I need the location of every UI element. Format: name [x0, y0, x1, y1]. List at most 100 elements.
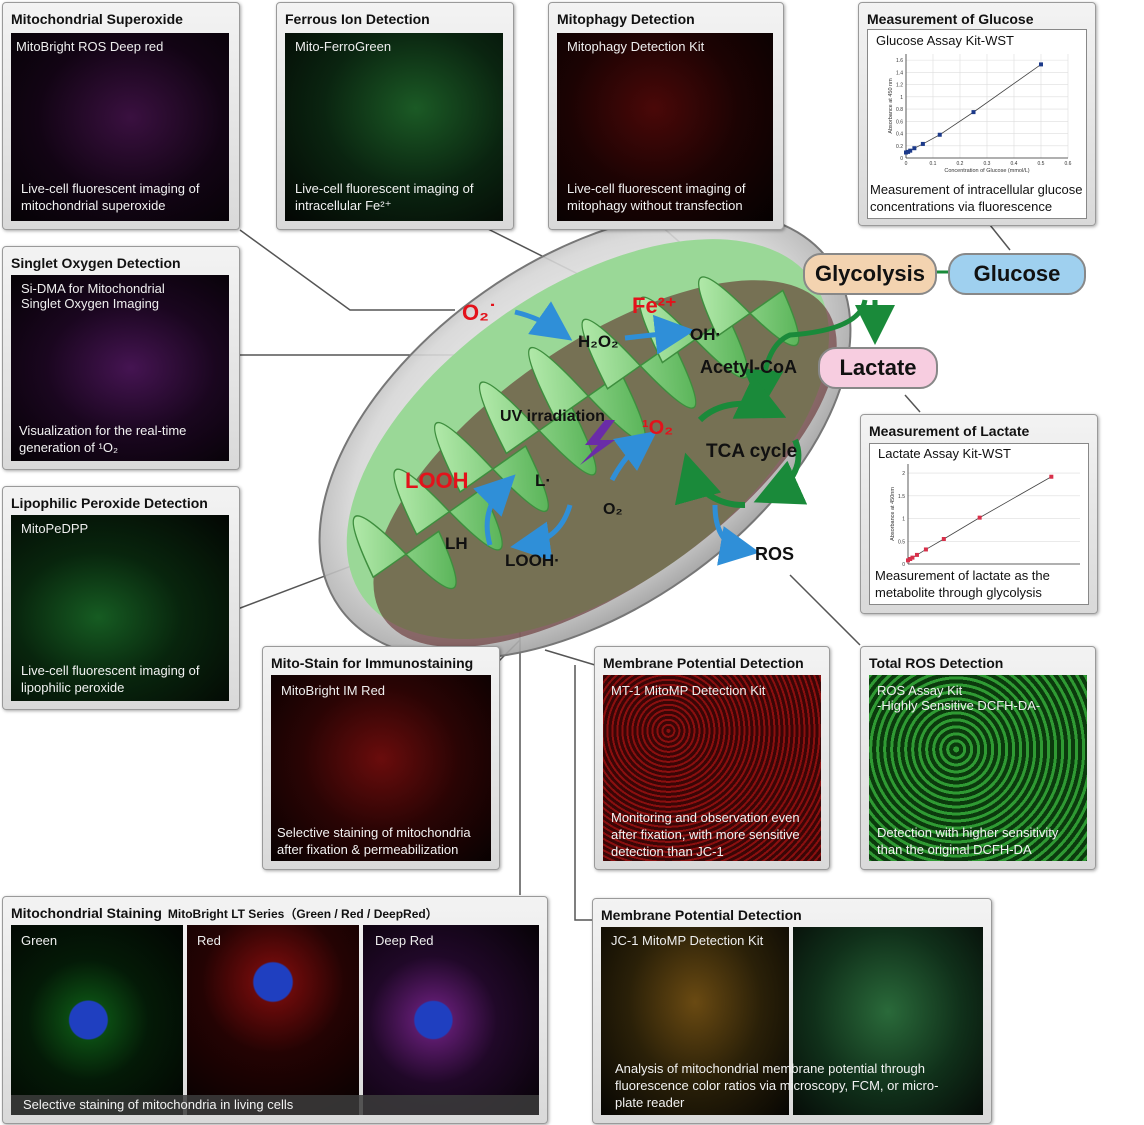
caption-line-1: Measurement of intracellular glucose — [870, 182, 1083, 197]
y-tick-label: 1.6 — [896, 58, 903, 64]
data-point — [920, 141, 925, 146]
lactate-label: Lactate — [839, 355, 917, 380]
data-point — [923, 547, 928, 552]
y-tick-label: 1 — [902, 517, 905, 523]
panel-total-ros: Total ROS Detection ROS Assay Kit -Highl… — [860, 646, 1096, 870]
data-point — [1039, 62, 1043, 67]
hydroxyl-label: OH· — [690, 325, 721, 344]
singlet-oxygen-label: ¹O₂ — [642, 417, 673, 439]
caption-line-3: detection than JC-1 — [611, 844, 724, 859]
fluorescence-image: ROS Assay Kit -Highly Sensitive DCFH-DA-… — [869, 675, 1087, 861]
staining-caption-bar: Selective staining of mitochondria in li… — [11, 1095, 539, 1115]
image-label-red: Red — [197, 933, 221, 948]
x-tick-label: 0.1 — [930, 161, 937, 167]
fluorescence-image: MitoBright IM Red Selective staining of … — [271, 675, 491, 861]
data-point — [910, 555, 915, 560]
fluorescence-image: Mitophagy Detection Kit Live-cell fluore… — [557, 33, 773, 221]
image-subtitle-1: ROS Assay Kit — [877, 683, 963, 698]
caption-line-2: intracellular Fe²⁺ — [295, 198, 392, 213]
x-tick-label: 0.2 — [957, 161, 964, 167]
image-subtitle: JC-1 MitoMP Detection Kit — [611, 933, 764, 948]
panel-title: Membrane Potential Detection — [601, 907, 802, 923]
caption-line-2: after fixation, with more sensitive — [611, 827, 800, 842]
data-point — [908, 557, 913, 561]
image-subtitle: MT-1 MitoMP Detection Kit — [611, 683, 766, 698]
jc1-image-green — [793, 927, 983, 1115]
fit-line — [905, 64, 1042, 153]
panel-title: Total ROS Detection — [869, 655, 1004, 671]
image-label-deepred: Deep Red — [375, 933, 434, 948]
panel-lipophilic-peroxide: Lipophilic Peroxide Detection MitoPeDPP … — [2, 486, 240, 710]
panel-title: Ferrous Ion Detection — [285, 11, 430, 27]
caption-line-1: Live-cell fluorescent imaging of — [295, 181, 474, 196]
y-tick-label: 1.2 — [896, 83, 903, 89]
panel-title: Lipophilic Peroxide Detection — [11, 495, 208, 511]
y-tick-label: 0.8 — [896, 107, 903, 113]
glucose-pill: Glucose — [948, 253, 1086, 295]
data-point — [937, 132, 942, 137]
looh-radical-label: LOOH· — [505, 551, 560, 570]
x-tick-label: 0.4 — [1011, 161, 1018, 167]
tca-cycle-arrows — [674, 375, 808, 509]
x-tick-label: 0.6 — [1065, 161, 1072, 167]
panel-title: Mitochondrial Superoxide — [11, 11, 183, 27]
ferrous-label: Fe²⁺ — [632, 293, 677, 318]
caption-line-1: Live-cell fluorescent imaging of — [21, 181, 200, 196]
caption-line-1: Detection with higher sensitivity — [877, 825, 1059, 840]
fluorescence-image: Mito-FerroGreen Live-cell fluorescent im… — [285, 33, 503, 221]
panel-title: Measurement of Lactate — [869, 423, 1030, 439]
caption-line-1: Visualization for the real-time — [19, 423, 187, 438]
uv-label: UV irradiation — [500, 408, 605, 425]
y-tick-label: 0.6 — [896, 119, 903, 125]
caption-line-2: metabolite through glycolysis — [875, 585, 1042, 600]
data-point — [906, 149, 911, 154]
panel-membrane-potential-mt1: Membrane Potential Detection MT-1 MitoMP… — [594, 646, 830, 870]
panel-title: Mitophagy Detection — [557, 11, 695, 27]
y-axis-label: Absorbance at 450nm — [890, 487, 896, 541]
panel-title: Mitochondrial Staining — [11, 905, 162, 921]
glycolysis-pill: Glycolysis — [803, 253, 937, 295]
y-tick-label: 1.4 — [896, 70, 903, 76]
image-subtitle-1: Si-DMA for Mitochondrial — [21, 281, 165, 296]
chart-subtitle: Lactate Assay Kit-WST — [878, 446, 1011, 461]
image-subtitle-2: -Highly Sensitive DCFH-DA- — [877, 698, 1041, 713]
y-tick-label: 1.5 — [898, 494, 905, 500]
image-subtitle-2: Singlet Oxygen Imaging — [21, 296, 160, 311]
jc1-image-merged: JC-1 MitoMP Detection Kit — [601, 927, 789, 1115]
data-point — [914, 552, 919, 557]
panel-title: Mito-Stain for Immunostaining — [271, 655, 474, 671]
data-point — [912, 146, 917, 151]
caption-line-1: Monitoring and observation even — [611, 810, 800, 825]
fluorescence-image: MT-1 MitoMP Detection Kit Monitoring and… — [603, 675, 821, 861]
caption-line-2: concentrations via fluorescence — [870, 199, 1053, 214]
panel-title: Measurement of Glucose — [867, 11, 1034, 27]
caption-line-2: after fixation & permeabilization — [277, 842, 459, 857]
panel-glucose: Measurement of Glucose Glucose Assay Kit… — [858, 2, 1096, 226]
h2o2-label: H₂O₂ — [578, 332, 619, 351]
staining-image-green: Green — [11, 925, 183, 1115]
lipid-radical-label: L· — [535, 471, 551, 490]
panel-membrane-potential-jc1: Membrane Potential Detection JC-1 MitoMP… — [592, 898, 992, 1124]
acetyl-coa-label: Acetyl-CoA — [700, 357, 797, 377]
caption-line-1: Analysis of mitochondrial membrane poten… — [615, 1061, 926, 1076]
caption-line-1: Live-cell fluorescent imaging of — [567, 181, 746, 196]
panel-mitochondrial-staining: Mitochondrial Staining MitoBright LT Ser… — [2, 896, 548, 1124]
chart-subtitle: Glucose Assay Kit-WST — [876, 33, 1014, 48]
staining-image-red: Red — [187, 925, 359, 1115]
image-label-green: Green — [21, 933, 58, 948]
caption-line-1: Live-cell fluorescent imaging of — [21, 663, 200, 678]
panel-mitophagy: Mitophagy Detection Mitophagy Detection … — [548, 2, 784, 230]
staining-image-deepred: Deep Red — [363, 925, 539, 1115]
image-subtitle: MitoPeDPP — [21, 521, 89, 536]
image-subtitle: Mitophagy Detection Kit — [567, 39, 705, 54]
fluorescence-image: Si-DMA for Mitochondrial Singlet Oxygen … — [11, 275, 229, 461]
x-tick-label: 0 — [905, 161, 908, 167]
tca-cycle-label: TCA cycle — [706, 441, 797, 462]
caption-line-1: Selective staining of mitochondria — [277, 825, 471, 840]
panel-mito-stain: Mito-Stain for Immunostaining MitoBright… — [262, 646, 500, 870]
y-tick-label: 0.4 — [896, 132, 903, 138]
image-subtitle: Mito-FerroGreen — [295, 39, 392, 54]
panel-title-series: MitoBright LT Series（Green / Red / DeepR… — [167, 907, 438, 921]
